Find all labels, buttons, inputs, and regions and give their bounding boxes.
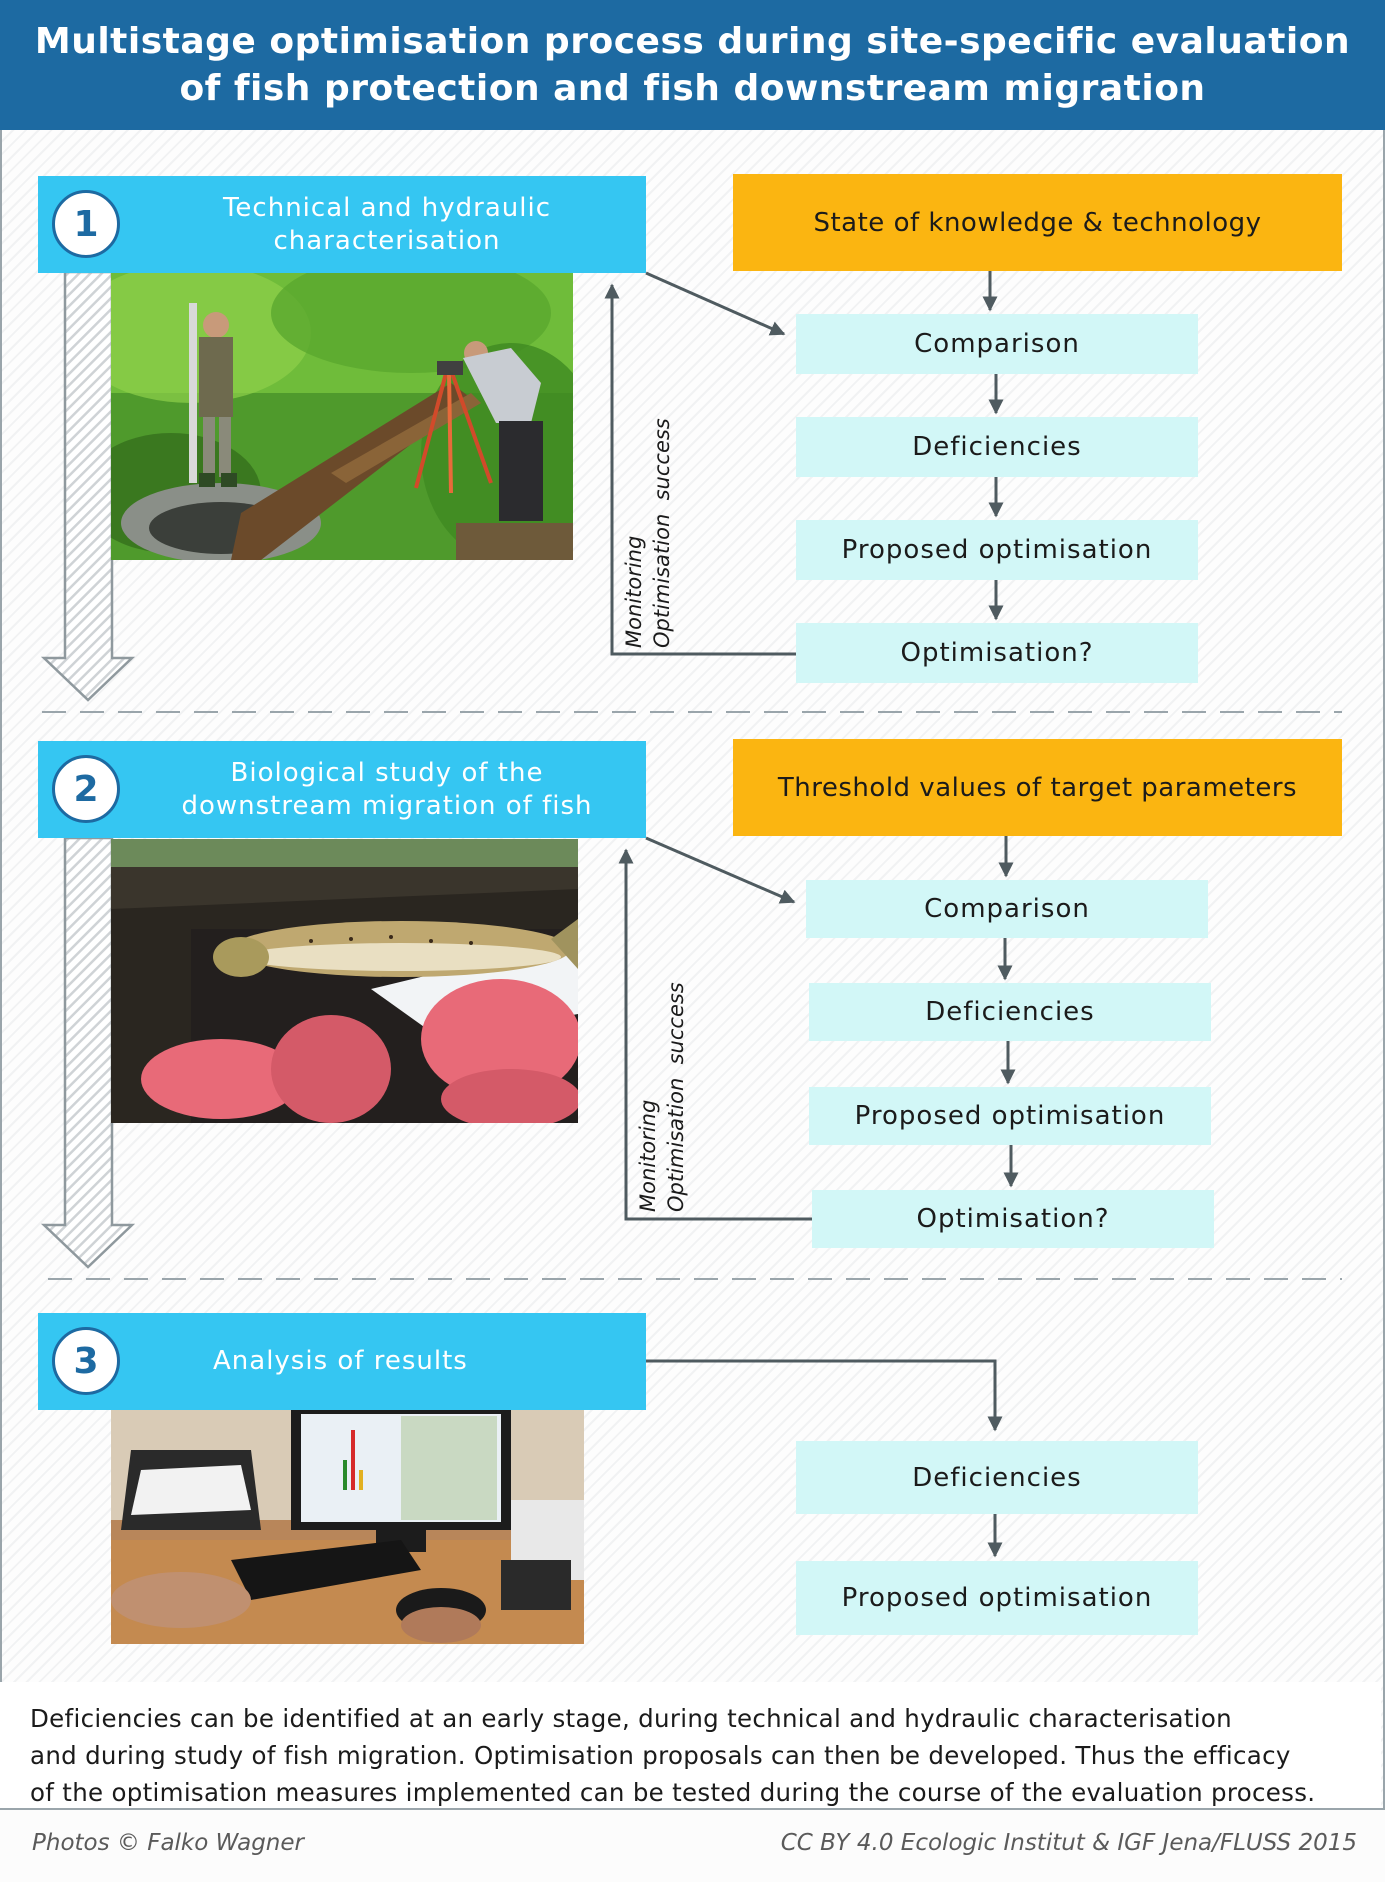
stage3-title: Analysis of results <box>213 1313 626 1410</box>
footer-line-3: of the optimisation measures implemented… <box>30 1778 1316 1807</box>
connector-10 <box>645 836 796 904</box>
title-line-2: of fish protection and fish downstream m… <box>179 68 1206 109</box>
stage2-photo-fish <box>111 839 578 1123</box>
stage3-header: 3 Analysis of results <box>38 1313 646 1410</box>
stage2-step-proposed-optimisation: Proposed optimisation <box>809 1087 1211 1145</box>
stage1-step-deficiencies: Deficiencies <box>796 417 1198 477</box>
connector-5 <box>645 271 786 336</box>
stage2-title-line-1: Biological study of the <box>230 757 544 788</box>
page-title: Multistage optimisation process during s… <box>0 0 1385 130</box>
footer-line-2: and during study of fish migration. Opti… <box>30 1741 1291 1770</box>
stage3-photo-computer <box>111 1410 584 1644</box>
stage1-title-line-2: characterisation <box>273 225 501 256</box>
stage2-step-comparison: Comparison <box>806 880 1208 938</box>
stage3-title-text: Analysis of results <box>213 1346 468 1376</box>
stage1-photo-surveying <box>111 273 573 560</box>
stage2-number-badge: 2 <box>52 755 120 823</box>
stage1-step-proposed-optimisation: Proposed optimisation <box>796 520 1198 580</box>
connector-11 <box>646 1359 1003 1432</box>
stage2-step-deficiencies: Deficiencies <box>809 983 1211 1041</box>
stage1-reference-box: State of knowledge & technology <box>733 174 1342 271</box>
stage1-title: Technical and hydraulic characterisation <box>148 176 626 273</box>
stage2-title: Biological study of the downstream migra… <box>148 741 626 838</box>
stage1-number-badge: 1 <box>52 190 120 258</box>
feedback-loop-2 <box>618 848 812 1221</box>
stage2-title-line-2: downstream migration of fish <box>181 790 593 821</box>
stage1-header: 1 Technical and hydraulic characterisati… <box>38 176 646 273</box>
title-line-1: Multistage optimisation process during s… <box>34 21 1351 62</box>
stage3-number-badge: 3 <box>52 1327 120 1395</box>
footer-description: Deficiencies can be identified at an ear… <box>30 1700 1360 1811</box>
photo-credit: Photos © Falko Wagner <box>32 1830 304 1856</box>
stage3-step-proposed-optimisation: Proposed optimisation <box>796 1561 1198 1635</box>
stage3-step-deficiencies: Deficiencies <box>796 1441 1198 1514</box>
footer-panel <box>0 1682 1381 1808</box>
stage2-reference-box: Threshold values of target parameters <box>733 739 1342 836</box>
stage2-header: 2 Biological study of the downstream mig… <box>38 741 646 838</box>
license-credit: CC BY 4.0 Ecologic Institut & IGF Jena/F… <box>780 1830 1357 1856</box>
feedback-loop-1 <box>604 283 796 656</box>
stage1-step-optimisation-question: Optimisation? <box>796 623 1198 683</box>
footer-line-1: Deficiencies can be identified at an ear… <box>30 1704 1232 1733</box>
stage1-title-line-1: Technical and hydraulic <box>222 192 552 223</box>
stage2-step-optimisation-question: Optimisation? <box>812 1190 1214 1248</box>
stage1-step-comparison: Comparison <box>796 314 1198 374</box>
